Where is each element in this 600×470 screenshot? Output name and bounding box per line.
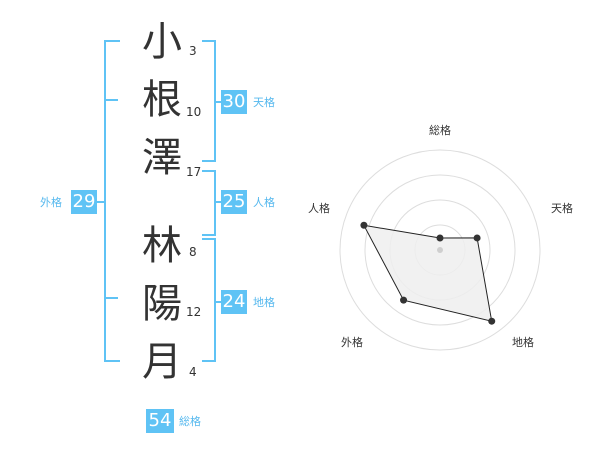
stroke-count-2: 10 — [186, 105, 202, 119]
name-char-5: 陽 — [142, 281, 182, 327]
radar-label-jinkaku: 人格 — [308, 201, 330, 215]
radar-point-4 — [400, 296, 408, 304]
radar-label-gaikaku: 外格 — [341, 335, 363, 349]
tenkaku-connector — [214, 101, 222, 103]
gaikaku-bracket-tick-top — [104, 99, 118, 101]
radar-point-5 — [360, 221, 368, 229]
radar-point-1 — [436, 234, 444, 242]
stroke-count-4: 8 — [189, 245, 197, 259]
name-char-3: 澤 — [142, 135, 182, 181]
jinkaku-bracket — [202, 170, 216, 236]
gaikaku-label: 外格 — [40, 196, 62, 209]
radar-label-soukaku: 総格 — [429, 123, 451, 137]
chikaku-connector — [214, 301, 222, 303]
gaikaku-value: 29 — [71, 190, 97, 214]
name-char-1: 小 — [142, 19, 182, 65]
stroke-count-1: 3 — [189, 44, 197, 58]
radar-center-dot — [437, 247, 443, 253]
jinkaku-connector — [214, 201, 222, 203]
chikaku-bracket — [202, 238, 216, 362]
soukaku-label: 総格 — [179, 415, 201, 428]
gaikaku-bracket — [104, 40, 120, 362]
chikaku-value: 24 — [221, 290, 247, 314]
name-char-6: 月 — [142, 339, 182, 385]
gaikaku-connector — [96, 201, 104, 203]
tenkaku-label: 天格 — [253, 96, 275, 109]
radar-point-2 — [473, 234, 481, 242]
radar-polygon — [362, 224, 493, 322]
name-char-2: 根 — [142, 77, 182, 123]
stroke-count-3: 17 — [186, 165, 202, 179]
name-char-4: 林 — [142, 223, 182, 269]
radar-point-3 — [488, 317, 496, 325]
stroke-count-6: 4 — [189, 365, 197, 379]
jinkaku-value: 25 — [221, 190, 247, 214]
radar-label-chikaku: 地格 — [512, 335, 534, 349]
radar-label-tenkaku: 天格 — [551, 201, 573, 215]
chikaku-label: 地格 — [253, 296, 275, 309]
tenkaku-value: 30 — [221, 90, 247, 114]
jinkaku-label: 人格 — [253, 196, 275, 209]
soukaku-value: 54 — [146, 409, 174, 433]
gaikaku-bracket-tick-bottom — [104, 297, 118, 299]
stroke-count-5: 12 — [186, 305, 202, 319]
radar-points — [360, 221, 496, 325]
